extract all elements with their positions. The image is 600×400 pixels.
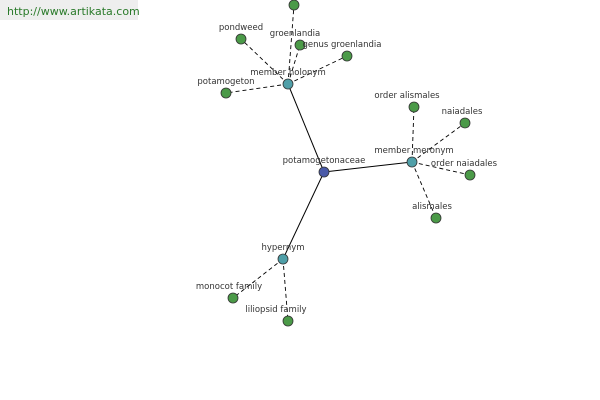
- edge-rel-hypernym: [282, 171, 325, 260]
- node-center[interactable]: [318, 166, 330, 178]
- label-leaf-pondweed: pondweed: [219, 23, 263, 33]
- label-rel-meronym: member meronym: [374, 146, 453, 156]
- node-leaf-liliopsid-family[interactable]: [282, 315, 294, 327]
- node-rel-holonym[interactable]: [282, 78, 294, 90]
- edge-leaf-order-alismales: [411, 106, 415, 163]
- edge-leaf-naiadales: [411, 122, 466, 163]
- label-center: potamogetonaceae: [283, 156, 366, 166]
- watermark-bar: http://www.artikata.com: [0, 0, 140, 20]
- node-leaf-order-alismales[interactable]: [408, 101, 420, 113]
- node-leaf-top[interactable]: [288, 0, 300, 11]
- edge-leaf-order-naiadales: [411, 161, 471, 176]
- node-leaf-order-naiadales[interactable]: [464, 169, 476, 181]
- edge-rel-holonym: [287, 83, 325, 173]
- label-leaf-groenlandia: groenlandia: [270, 29, 320, 39]
- edge-leaf-monocot-family: [232, 258, 284, 299]
- edge-leaf-groenlandia: [287, 44, 301, 85]
- label-leaf-order-naiadales: order naiadales: [431, 159, 498, 169]
- node-leaf-pondweed[interactable]: [235, 33, 247, 45]
- node-leaf-naiadales[interactable]: [459, 117, 471, 129]
- edge-leaf-top: [287, 4, 295, 85]
- label-rel-holonym: member holonym: [250, 68, 325, 78]
- edge-leaf-alismales: [411, 161, 437, 219]
- source-link[interactable]: http://www.artikata.com: [7, 5, 140, 18]
- node-leaf-potamogeton[interactable]: [220, 87, 232, 99]
- label-leaf-naiadales: naiadales: [442, 107, 483, 117]
- edge-leaf-pondweed: [240, 38, 289, 85]
- node-leaf-alismales[interactable]: [430, 212, 442, 224]
- label-rel-hypernym: hypernym: [261, 243, 304, 253]
- node-rel-meronym[interactable]: [406, 156, 418, 168]
- node-leaf-genus-groenlandia[interactable]: [341, 50, 353, 62]
- node-rel-hypernym[interactable]: [277, 253, 289, 265]
- label-leaf-liliopsid-family: liliopsid family: [245, 305, 306, 315]
- label-leaf-genus-groenlandia: genus groenlandia: [303, 40, 382, 50]
- edge-leaf-genus-groenlandia: [287, 55, 348, 85]
- node-leaf-groenlandia[interactable]: [294, 39, 306, 51]
- edge-leaf-liliopsid-family: [282, 258, 289, 322]
- label-leaf-monocot-family: monocot family: [196, 282, 262, 292]
- label-leaf-potamogeton: potamogeton: [197, 77, 254, 87]
- node-leaf-monocot-family[interactable]: [227, 292, 239, 304]
- label-leaf-order-alismales: order alismales: [374, 91, 440, 101]
- edge-rel-meronym: [323, 161, 413, 173]
- label-leaf-alismales: alismales: [412, 202, 452, 212]
- edge-leaf-potamogeton: [225, 83, 289, 94]
